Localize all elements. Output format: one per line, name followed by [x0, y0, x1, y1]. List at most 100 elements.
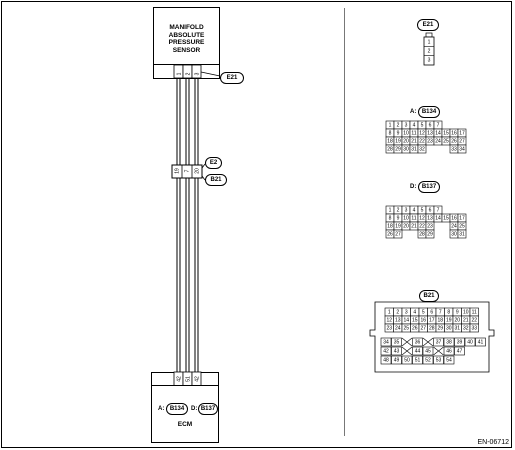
b21-pin-18: 18: [437, 318, 443, 324]
b134-pin-31: 31: [411, 147, 417, 153]
joint-pin-20: 20: [194, 168, 200, 174]
b21-pin-8: 8: [447, 310, 450, 316]
b134-pin-7: 7: [437, 123, 440, 129]
b137-pin-6: 6: [429, 208, 432, 214]
b134-pin-19: 19: [395, 139, 401, 145]
b134-pin-17: 17: [459, 131, 465, 137]
b137-label: B137: [418, 181, 440, 193]
joint-pin-19: 19: [174, 168, 180, 174]
b137-pin-9: 9: [397, 216, 400, 222]
b137-pin-21: 21: [411, 224, 417, 230]
ecm-conn-d: B137: [198, 403, 218, 415]
b21-pin-25: 25: [403, 326, 409, 332]
b137-pin-10: 10: [403, 216, 409, 222]
b21-pin-7: 7: [439, 310, 442, 316]
figure-id: EN-06712: [477, 439, 509, 446]
sensor-pin-3: 3: [194, 72, 200, 75]
b21-cell: [412, 337, 423, 347]
b134-pin-13: 13: [427, 131, 433, 137]
ecm-title: ECM: [177, 421, 193, 428]
b134-pin-10: 10: [403, 131, 409, 137]
b21-pin-23: 23: [386, 326, 392, 332]
b21-pin-5: 5: [422, 310, 425, 316]
b137-pin-29: 29: [427, 232, 433, 238]
b137-pin-4: 4: [413, 208, 416, 214]
b134-pin-1: 1: [389, 123, 392, 129]
e21-pin-2: 2: [428, 48, 431, 54]
e21-pin-3: 3: [428, 57, 431, 63]
b137-pin-26: 26: [387, 232, 393, 238]
b21-pin-10: 10: [463, 310, 469, 316]
b137-prefix: D:: [410, 184, 417, 190]
b21-pin-24: 24: [395, 326, 401, 332]
b134-pin-9: 9: [397, 131, 400, 137]
b21-cell: [433, 355, 444, 365]
b134-pin-21: 21: [411, 139, 417, 145]
b134-pin-30: 30: [403, 147, 409, 153]
b134-pin-32: 32: [419, 147, 425, 153]
b21-cell: [443, 346, 455, 356]
b137-pin-18: 18: [387, 224, 393, 230]
b21-cell: [380, 355, 392, 365]
ecm-conn-d-prefix: D:: [191, 406, 198, 412]
right-e21-label: E21: [417, 19, 439, 31]
b137-pin-13: 13: [427, 216, 433, 222]
wire-bundle-bottom: [176, 178, 199, 372]
b21-right-label: B21: [419, 290, 439, 302]
b21-cell: [380, 346, 392, 356]
b21-pin-14: 14: [403, 318, 409, 324]
b21-pin-32: 32: [463, 326, 469, 332]
b137-pin-20: 20: [403, 224, 409, 230]
b134-pin-33: 33: [451, 147, 457, 153]
joint-pin-7: 7: [184, 169, 190, 172]
b21-cell: [422, 346, 434, 356]
b21-pin-28: 28: [429, 326, 435, 332]
b21-pin-1: 1: [388, 310, 391, 316]
ecm-conn-a: B134: [166, 403, 188, 415]
b21-cell: [380, 337, 392, 347]
b137-pin-12: 12: [419, 216, 425, 222]
b21-pin-49: 49: [394, 358, 400, 364]
b21-pin-37: 37: [436, 340, 442, 346]
b21-pin-43: 43: [394, 349, 400, 355]
e21-label: E21: [220, 72, 244, 84]
b134-pin-28: 28: [387, 147, 393, 153]
b137-pin-14: 14: [435, 216, 441, 222]
b21-pin-29: 29: [437, 326, 443, 332]
b21-pin-21: 21: [463, 318, 469, 324]
e21-pin-1: 1: [428, 39, 431, 45]
sensor-pin-1: 1: [176, 72, 182, 75]
b21-cell: [391, 355, 402, 365]
b21-pin-9: 9: [456, 310, 459, 316]
b137-pin-28: 28: [419, 232, 425, 238]
b134-pin-14: 14: [435, 131, 441, 137]
b21-cell: [454, 346, 465, 356]
b21-pin-51: 51: [415, 358, 421, 364]
b134-pin-4: 4: [413, 123, 416, 129]
b134-pin-11: 11: [411, 131, 416, 137]
b134-pin-8: 8: [389, 131, 392, 137]
b21-pin-15: 15: [412, 318, 418, 324]
b137-pin-5: 5: [421, 208, 424, 214]
b21-pin-52: 52: [425, 358, 431, 364]
b21-pin-20: 20: [454, 318, 460, 324]
b21-cell: [469, 323, 479, 333]
b21-pin-44: 44: [415, 349, 421, 355]
b21-cell: [433, 337, 444, 347]
b137-pin-22: 22: [419, 224, 425, 230]
b21-pin-35: 35: [394, 340, 400, 346]
b21-cell: [391, 346, 402, 356]
b134-pin-20: 20: [403, 139, 409, 145]
b21-cell: [422, 355, 434, 365]
wiring-svg: 1 2 3 19 7 20: [171, 64, 221, 372]
b134-pin-5: 5: [421, 123, 424, 129]
sensor-title-line-2: ABSOLUTE: [168, 31, 205, 39]
b137-cell: [393, 229, 403, 239]
b21-cell: [443, 337, 455, 347]
b21-pin-53: 53: [436, 358, 442, 364]
b21-pin-19: 19: [446, 318, 452, 324]
